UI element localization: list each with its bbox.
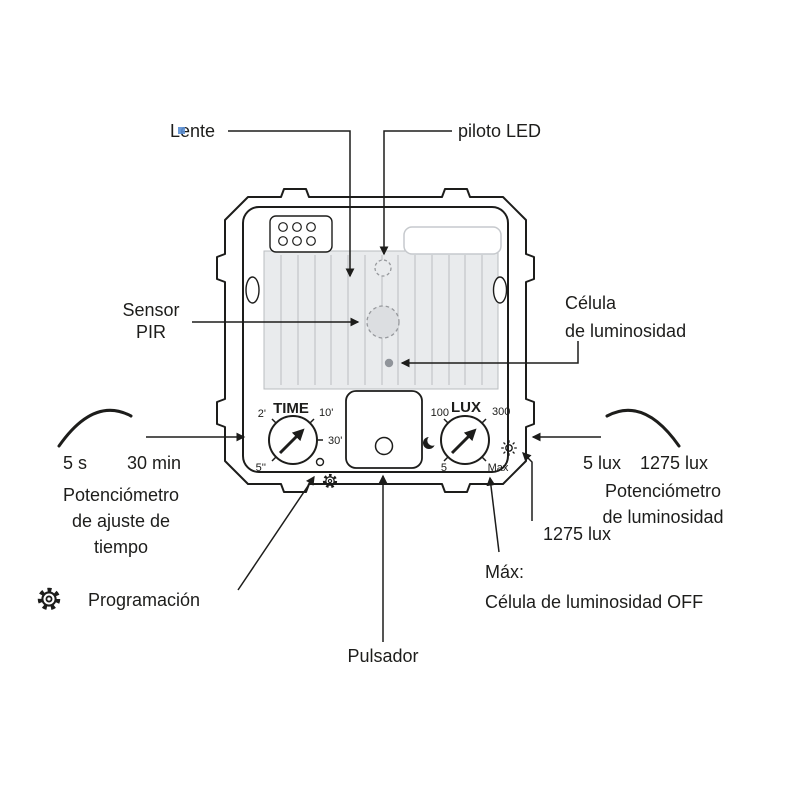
label-lux-range-max: 1275 lux: [640, 453, 709, 473]
label-lente: Lente: [169, 121, 215, 141]
label-time-pot-line1: Potenciómetro: [62, 485, 180, 505]
lux-tick-5: 5: [441, 462, 447, 474]
label-time-range-max: 30 min: [126, 453, 182, 473]
label-pulsador: Pulsador: [347, 646, 419, 666]
label-sensor-line1: Sensor: [122, 300, 180, 320]
sun-icon: [501, 440, 517, 456]
label-time-pot-line3: tiempo: [93, 537, 149, 557]
label-celula: Célula de luminosidad: [565, 289, 686, 345]
time-tick-2min: 2': [258, 408, 266, 420]
label-time-potentiometer: Potenciómetro de ajuste de tiempo: [36, 482, 206, 560]
lux-tick-300: 300: [492, 406, 510, 418]
label-max-note-line1: Máx:: [485, 562, 525, 582]
label-lux-pot-line2: de luminosidad: [602, 507, 724, 527]
gear-icon: [37, 587, 61, 611]
label-programacion: Programación: [88, 590, 201, 610]
lux-dial[interactable]: [440, 415, 490, 465]
label-sensor-pir: Sensor PIR: [101, 299, 201, 343]
top-recess: [403, 226, 502, 255]
leader-programacion: [237, 475, 315, 591]
push-button[interactable]: [374, 436, 394, 456]
light-cell: [384, 358, 394, 368]
push-button-plate: [345, 390, 423, 469]
leader-lente: [228, 130, 355, 278]
time-dial-ticks: [271, 418, 323, 462]
lux-dial-title: LUX: [451, 399, 481, 416]
lux-dial-ticks: [443, 418, 487, 462]
programming-position-dot: [315, 457, 325, 467]
rotation-arc-left: [57, 408, 133, 448]
terminal-block: [269, 215, 333, 253]
pir-sensor: [366, 305, 400, 339]
claw-slot-right: [492, 276, 508, 304]
time-dial-title: TIME: [273, 400, 309, 417]
claw-slot-left: [245, 276, 260, 304]
label-celula-line1: Célula: [565, 293, 617, 313]
lux-tick-100: 100: [431, 407, 449, 419]
blue-artifact-mark: [178, 127, 185, 134]
rotation-arc-right: [605, 408, 681, 448]
label-lux-value-max: 1275 lux: [543, 524, 612, 544]
label-sensor-line2: PIR: [135, 322, 166, 342]
label-lux-potentiometer: Potenciómetro de luminosidad: [587, 478, 739, 530]
label-celula-line2: de luminosidad: [565, 321, 687, 341]
leader-lux-max-value: [522, 452, 533, 521]
leader-celula: [400, 341, 579, 368]
lux-tick-max: Max: [488, 462, 509, 474]
time-dial-pointer: [278, 428, 305, 455]
label-time-range-min: 5 s: [62, 453, 87, 473]
lux-dial-pointer: [450, 428, 477, 455]
label-lux-pot-line1: Potenciómetro: [604, 481, 722, 501]
time-tick-10min: 10': [319, 407, 333, 419]
label-lux-range-min: 5 lux: [583, 453, 622, 473]
label-piloto-led: piloto LED: [458, 121, 542, 141]
leader-piloto-led: [379, 130, 452, 256]
time-tick-30min: 30': [328, 435, 342, 447]
label-time-pot-line2: de ajuste de: [71, 511, 171, 531]
moon-icon: [423, 435, 438, 449]
time-dial[interactable]: [268, 415, 325, 467]
led-indicator: [374, 259, 392, 277]
label-max-note-line2: Célula de luminosidad OFF: [485, 592, 704, 612]
leader-max-note: [486, 476, 500, 553]
label-max-note: Máx: Célula de luminosidad OFF: [485, 557, 703, 617]
time-tick-5s: 5'': [256, 462, 266, 474]
